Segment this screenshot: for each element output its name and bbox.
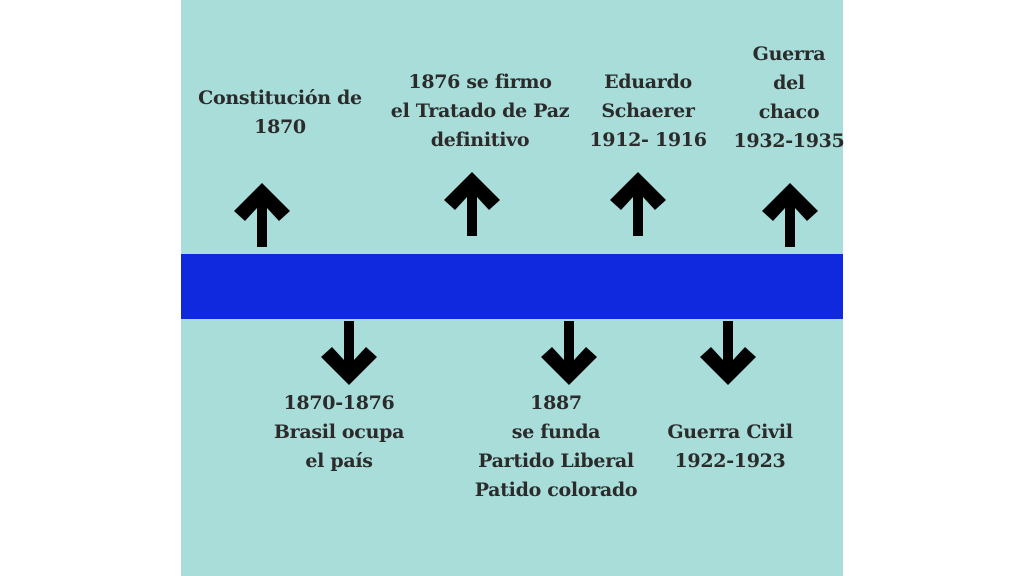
event-label-guerra-civil: Guerra Civil 1922-1923 bbox=[667, 421, 793, 472]
event-label-constitucion: Constitución de 1870 bbox=[198, 87, 362, 138]
up-arrow-icon bbox=[444, 172, 500, 236]
event-label-partidos: 1887 se funda Partido Liberal Patido col… bbox=[474, 392, 638, 501]
event-label-guerra-del-chaco: Guerra del chaco 1932-1935 bbox=[733, 43, 845, 152]
event-label-brasil-ocupa: 1870-1876 Brasil ocupa el país bbox=[273, 392, 405, 472]
up-arrow-icon bbox=[234, 183, 290, 247]
event-label-eduardo-schaerer: Eduardo Schaerer 1912- 1916 bbox=[589, 71, 707, 151]
event-label-tratado-de-paz: 1876 se firmo el Tratado de Paz definiti… bbox=[390, 71, 570, 151]
down-arrow-icon bbox=[321, 321, 377, 385]
up-arrow-icon bbox=[610, 172, 666, 236]
down-arrow-icon bbox=[541, 321, 597, 385]
down-arrow-icon bbox=[700, 321, 756, 385]
timeline-bar bbox=[181, 254, 843, 319]
up-arrow-icon bbox=[762, 183, 818, 247]
